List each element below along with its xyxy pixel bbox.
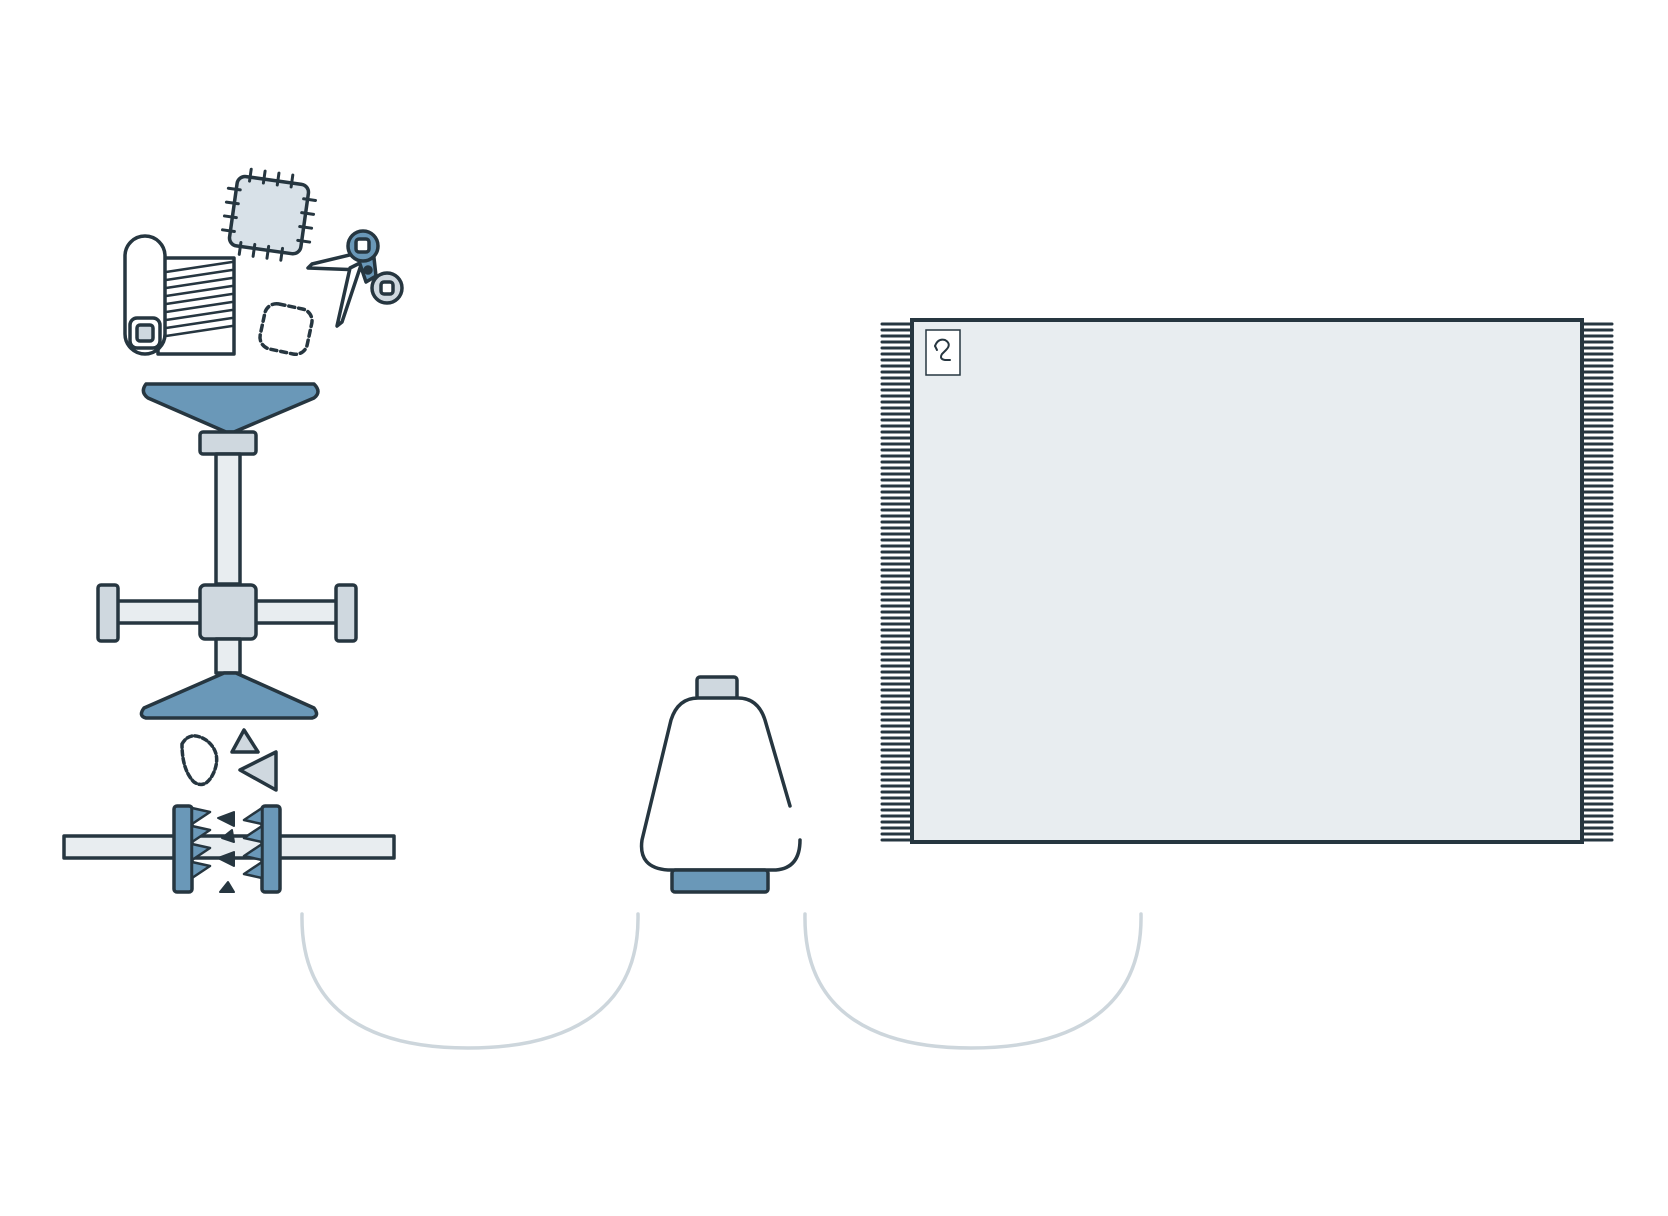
fabric-roll-icon	[123, 234, 236, 356]
fabric-scraps-icon	[123, 167, 404, 357]
right-roller	[260, 804, 282, 894]
rug-fringe-right	[1580, 322, 1614, 842]
stitched-patch-icon	[220, 167, 317, 262]
left-handle	[96, 583, 120, 643]
hopper-collar	[198, 430, 258, 456]
shredder-icon	[62, 382, 396, 894]
connector-arc-1	[300, 912, 640, 1050]
top-hopper	[141, 382, 320, 434]
process-connectors	[300, 912, 1143, 1050]
thread-cone-icon	[639, 675, 802, 894]
bottom-hopper	[139, 671, 319, 720]
recycle-tag-icon	[925, 329, 961, 376]
rug-fringe-left	[880, 322, 914, 842]
left-roller	[172, 804, 194, 894]
central-hub	[198, 583, 258, 641]
small-patch-icon	[258, 301, 314, 357]
spool-cap	[695, 675, 739, 701]
scissors-icon	[306, 229, 404, 328]
spool-base	[670, 868, 770, 894]
rug-body	[910, 318, 1584, 844]
shredded-pieces	[180, 728, 278, 792]
rug-icon	[880, 318, 1614, 844]
connector-arc-2	[803, 912, 1143, 1050]
machine-column	[214, 452, 242, 586]
right-handle	[334, 583, 358, 643]
spool-body	[639, 696, 802, 872]
